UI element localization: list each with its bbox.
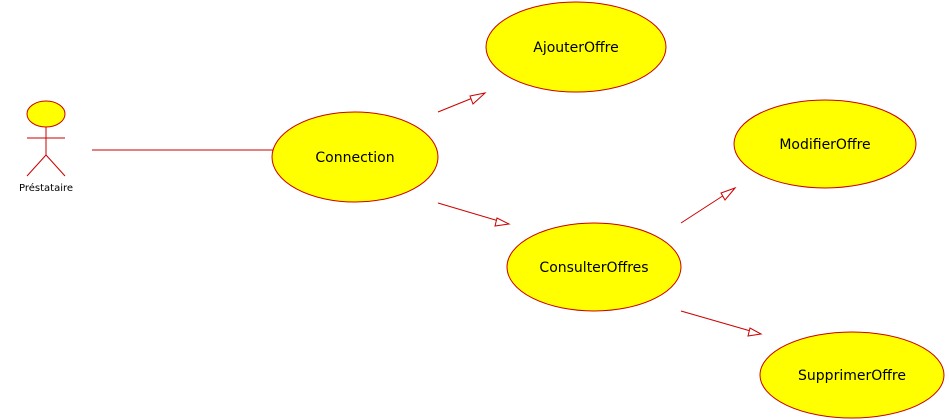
actor-left-leg	[26, 154, 47, 177]
arrow-consulter-supprimer	[680, 310, 763, 337]
arrow-consulter-modifier	[680, 186, 737, 224]
arrow-connection-consulter	[437, 202, 511, 227]
use-case-supprimer-offre[interactable]: SupprimerOffre	[759, 331, 945, 419]
actor-prestataire[interactable]: Préstataire	[19, 100, 73, 194]
use-case-consulter-offres[interactable]: ConsulterOffres	[506, 222, 682, 312]
use-case-label: SupprimerOffre	[798, 368, 906, 384]
use-case-label: AjouterOffre	[533, 40, 619, 56]
use-case-label: ModifierOffre	[779, 137, 870, 153]
use-case-label: Connection	[315, 150, 394, 166]
actor-head	[26, 100, 66, 128]
use-case-modifier-offre[interactable]: ModifierOffre	[733, 99, 917, 189]
use-case-connection[interactable]: Connection	[271, 111, 439, 203]
arrow-connection-ajouter	[437, 92, 487, 113]
use-case-ajouter-offre[interactable]: AjouterOffre	[485, 1, 667, 93]
use-case-label: ConsulterOffres	[539, 260, 648, 276]
actor-label: Préstataire	[19, 182, 73, 194]
actor-right-leg	[45, 154, 66, 177]
